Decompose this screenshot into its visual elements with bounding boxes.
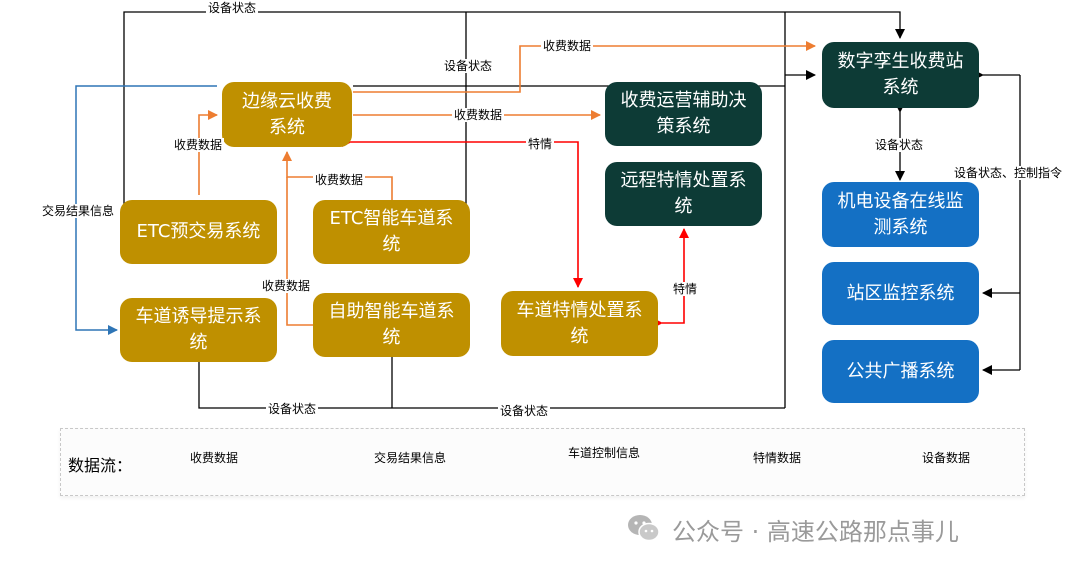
device-status-top-line: [123, 11, 905, 205]
device-status-bottom-line: [198, 362, 785, 409]
station-monitor-label: 站区监控系统: [846, 282, 955, 304]
broadcast-label: 公共广播系统: [846, 360, 955, 382]
label-device-status-bottom-mid: 设备状态: [498, 404, 551, 418]
device-status-lines: [123, 11, 1021, 409]
label-device-status-twin: 设备状态: [873, 138, 926, 152]
edge-cloud-system: 边缘云收费 系统: [222, 82, 352, 147]
watermark-text: 公众号 · 高速公路那点事儿: [672, 518, 959, 546]
ops-decision-system: 收费运营辅助决 策系统: [605, 82, 762, 146]
lane-special-label: 车道特情处置系 统: [516, 299, 643, 347]
label-fee-data-edge-to-ops: 收费数据: [452, 108, 505, 122]
legend-trade-label: 交易结果信息: [372, 451, 449, 465]
wechat-icon: [628, 515, 660, 542]
lane-guide-label: 车道诱导提示系 统: [135, 306, 262, 353]
legend-title: 数据流：: [68, 456, 133, 475]
me-monitor-label: 机电设备在线监 测系统: [837, 190, 964, 238]
legend-control-label: 车道控制信息: [566, 446, 643, 460]
station-monitor-system: 站区监控系统: [822, 262, 979, 325]
label-special-edge: 特情: [526, 137, 555, 151]
lane-guide-system: 车道诱导提示系 统: [120, 298, 277, 362]
label-fee-data-self-service: 收费数据: [260, 279, 313, 293]
label-fee-data-top: 收费数据: [541, 39, 594, 53]
fee-edge-to-twin: [353, 41, 816, 93]
digital-twin-system: 数字孪生收费站 系统: [822, 42, 979, 108]
lane-special-system: 车道特情处置系 统: [501, 291, 658, 356]
label-device-status-bottom-left: 设备状态: [266, 402, 319, 416]
label-fee-data-smart-lane: 收费数据: [313, 173, 366, 187]
label-device-status-top: 设备状态: [206, 1, 259, 15]
etc-pretrade-label: ETC预交易系统: [136, 221, 261, 242]
self-service-lane-label: 自助智能车道系 统: [328, 301, 455, 348]
special-lines: [342, 137, 689, 328]
label-fee-data-pretrade: 收费数据: [172, 138, 225, 152]
legend-fee-label: 收费数据: [188, 451, 241, 465]
label-special-remote: 特情: [671, 282, 700, 296]
special-edge-to-lane: [342, 137, 583, 288]
ops-decision-label: 收费运营辅助决 策系统: [620, 90, 747, 137]
fee-pretrade-to-edge: [198, 110, 218, 195]
etc-smart-lane-system: ETC智能车道系 统: [313, 200, 470, 264]
remote-special-label: 远程特情处置系 统: [620, 170, 747, 217]
legend-special-label: 特情数据: [751, 451, 804, 465]
label-device-status-mid: 设备状态: [442, 59, 495, 73]
me-monitor-system: 机电设备在线监 测系统: [822, 182, 979, 247]
fee-selfservice-to-edge: [286, 177, 313, 326]
self-service-lane-system: 自助智能车道系 统: [313, 293, 470, 357]
remote-special-system: 远程特情处置系 统: [605, 162, 762, 226]
legend-device-label: 设备数据: [920, 451, 973, 465]
digital-twin-label: 数字孪生收费站 系统: [837, 51, 964, 98]
label-device-status-control: 设备状态、控制指令: [952, 166, 1065, 180]
label-trade-result: 交易结果信息: [40, 204, 117, 218]
broadcast-system: 公共广播系统: [822, 340, 979, 403]
etc-pretrade-system: ETC预交易系统: [120, 200, 277, 264]
special-lane-to-remote: [653, 228, 689, 328]
etc-smart-lane-label: ETC智能车道系 统: [329, 208, 454, 255]
edge-cloud-label: 边缘云收费 系统: [242, 90, 332, 138]
